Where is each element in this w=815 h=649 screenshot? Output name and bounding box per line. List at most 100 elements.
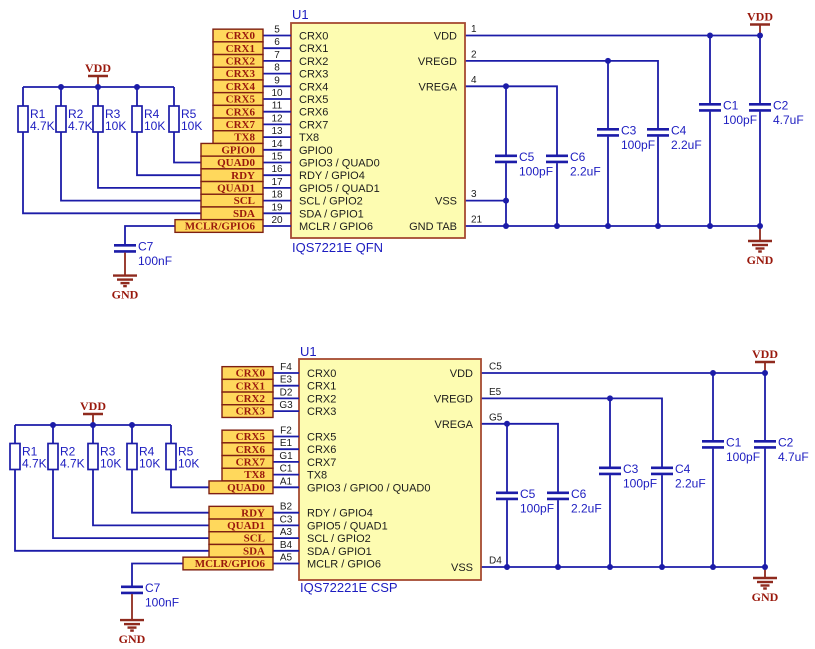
pin-name: CRX3 — [299, 69, 328, 81]
pin-name: VREGA — [418, 81, 457, 93]
resistor-body[interactable] — [165, 442, 177, 471]
capacitor-value: 100nF — [145, 596, 179, 610]
vdd-symbol[interactable]: VDD — [752, 347, 778, 373]
chip-body[interactable] — [290, 22, 466, 239]
pin-name: CRX2 — [307, 393, 336, 405]
pin-name: RDY / GPIO4 — [307, 508, 373, 520]
resistor-value: 10K — [178, 457, 199, 471]
chip-body[interactable] — [298, 358, 482, 581]
resistor-value: 10K — [100, 457, 121, 471]
pin-name: SDA / GPIO1 — [307, 546, 372, 558]
wire — [170, 469, 209, 489]
resistor-body[interactable] — [87, 442, 99, 471]
capacitor-designator: C7 — [145, 581, 161, 595]
resistor-body[interactable] — [131, 105, 143, 133]
net-label: RDY — [231, 170, 255, 182]
capacitor[interactable]: C24.7uF — [754, 436, 809, 465]
capacitor-value: 100pF — [726, 450, 760, 464]
resistor-value: 10K — [181, 119, 202, 133]
pin-name: VREGD — [418, 56, 457, 68]
pin-number: E5 — [489, 387, 502, 398]
resistor-body[interactable] — [9, 442, 21, 471]
net-label-box[interactable] — [182, 556, 274, 571]
vdd-symbol[interactable]: VDD — [80, 399, 106, 425]
vdd-symbol[interactable]: VDD — [747, 10, 773, 36]
junction-dot — [134, 84, 140, 90]
resistor-body[interactable] — [47, 442, 59, 471]
pin-name: CRX5 — [299, 94, 328, 106]
capacitor-value: 2.2uF — [570, 165, 601, 179]
resistor[interactable]: R24.7K — [47, 442, 85, 471]
pin-number: 1 — [471, 24, 477, 35]
junction-dot — [607, 564, 613, 570]
resistor[interactable]: R14.7K — [9, 442, 47, 471]
net-label: CRX1 — [236, 380, 265, 392]
net-label-box[interactable] — [221, 404, 274, 419]
pin-number: 6 — [274, 37, 280, 48]
pin-name: MCLR / GPIO6 — [307, 559, 381, 571]
net-label: CRX5 — [236, 431, 266, 443]
resistor-designator: R1 — [22, 445, 38, 459]
resistor-body[interactable] — [168, 105, 180, 133]
net-label: CRX5 — [226, 94, 256, 106]
capacitor[interactable]: C24.7uF — [749, 99, 804, 128]
junction-dot — [707, 223, 713, 229]
chip-designator: U1 — [300, 344, 317, 359]
capacitor-value: 4.7uF — [773, 113, 804, 127]
gnd-symbol[interactable]: GND — [119, 594, 146, 646]
capacitor[interactable]: C42.2uF — [651, 462, 706, 491]
resistor-body[interactable] — [55, 105, 67, 133]
junction-dot — [659, 564, 665, 570]
resistor-body[interactable] — [17, 105, 29, 133]
gnd-symbol[interactable]: GND — [747, 226, 774, 267]
resistor-body[interactable] — [92, 105, 104, 133]
capacitor-designator: C5 — [520, 487, 536, 501]
pin-name: CRX7 — [299, 119, 328, 131]
wire — [481, 422, 559, 492]
junction-dot — [655, 223, 661, 229]
junction-dot — [555, 564, 561, 570]
vdd-symbol[interactable]: VDD — [85, 61, 111, 87]
resistor-value: 10K — [139, 457, 160, 471]
net-label: CRX3 — [236, 406, 266, 418]
wire — [131, 469, 209, 514]
junction-dot — [503, 197, 509, 204]
gnd-symbol[interactable]: GND — [752, 567, 779, 604]
gnd-label: GND — [752, 590, 779, 604]
wire — [14, 469, 209, 552]
capacitor[interactable]: C62.2uF — [547, 487, 602, 516]
net-label-box[interactable] — [174, 218, 264, 234]
resistor[interactable]: R24.7K — [55, 105, 93, 133]
junction-dot — [129, 422, 135, 428]
capacitor[interactable]: C42.2uF — [647, 124, 702, 153]
capacitor-value: 100pF — [520, 502, 554, 516]
resistor-body[interactable] — [126, 442, 138, 471]
junction-dot — [50, 422, 56, 428]
capacitor[interactable]: C62.2uF — [546, 150, 601, 179]
pin-number: C1 — [280, 464, 293, 475]
resistor-designator: R5 — [178, 445, 194, 459]
junction-dot — [503, 83, 509, 90]
resistor[interactable]: R14.7K — [17, 105, 55, 133]
junction-dot — [710, 370, 716, 376]
gnd-symbol[interactable]: GND — [112, 252, 139, 302]
pin-name: GPIO5 / QUAD1 — [307, 520, 388, 532]
net-label-box[interactable] — [208, 480, 274, 495]
net-label: GPIO0 — [221, 144, 255, 156]
vdd-label: VDD — [747, 10, 773, 24]
pin-name: CRX1 — [299, 43, 328, 55]
